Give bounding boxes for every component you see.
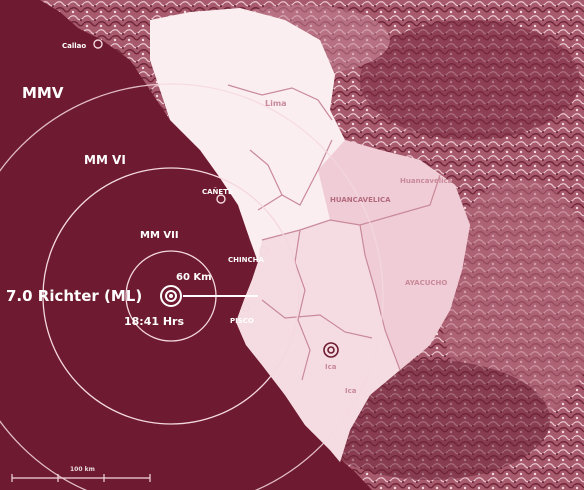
- admin-boundaries: [227, 84, 441, 381]
- region-ayacucho: [360, 175, 470, 370]
- region-label-ica: Ica: [345, 387, 357, 395]
- scale-bar: [11, 474, 151, 482]
- epicenter-marker: [160, 285, 182, 307]
- scale-bar-label: 100 km: [70, 466, 95, 473]
- marker-ica: [323, 342, 339, 358]
- time-label: 18:41 Hrs: [124, 315, 184, 328]
- town-label-canete: CAÑETE: [202, 187, 233, 196]
- region-huancavelica: [318, 140, 440, 225]
- marker-callao: [93, 39, 103, 49]
- marker-chincha: [259, 246, 269, 256]
- town-label-ica: Ica: [325, 363, 337, 371]
- ocean: [0, 0, 372, 490]
- region-label-huancavelica: Huancavelica: [400, 177, 453, 185]
- town-label-pisco: PISCO: [230, 317, 254, 325]
- marker-pisco: [242, 304, 250, 312]
- region-ica: [236, 220, 400, 462]
- region-label-ayacucho: AYACUCHO: [405, 279, 447, 287]
- zone-label-mm-vii: MM VII: [140, 230, 179, 241]
- town-markers: [93, 39, 269, 312]
- intensity-rings: [0, 83, 384, 490]
- ring-mmv: [0, 83, 384, 490]
- zone-label-mmv: MMV: [22, 84, 64, 102]
- distance-label: 60 Km: [176, 272, 212, 283]
- marker-canete: [216, 194, 226, 204]
- region-label-central: HUANCAVELICA: [330, 196, 391, 204]
- zone-label-mm-vi: MM VI: [84, 153, 126, 167]
- magnitude-label: 7.0 Richter (ML): [6, 287, 142, 305]
- region-label-north: Lima: [265, 99, 287, 108]
- town-label-callao: Callao: [62, 42, 86, 50]
- ring-mm-vi: [42, 167, 300, 425]
- town-label-chincha: CHINCHA: [228, 256, 264, 264]
